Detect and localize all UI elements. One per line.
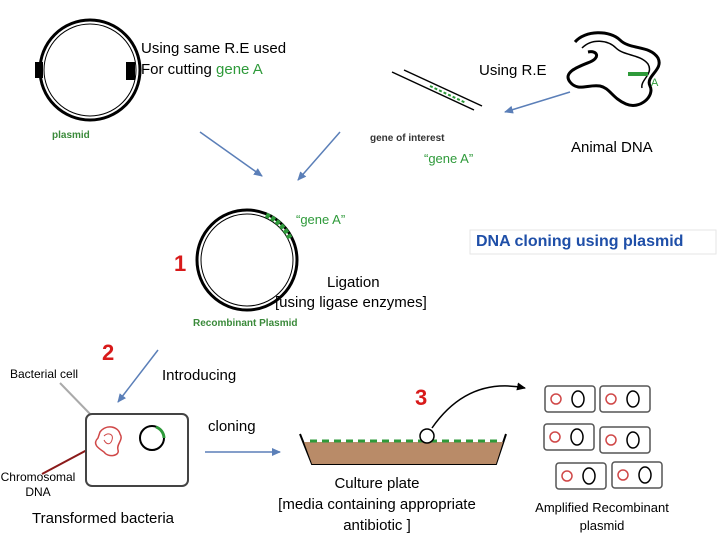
- animal-dna-squiggle: [566, 31, 661, 107]
- arrow-animal-to-gene: [504, 91, 571, 114]
- amplified-cell: [555, 462, 607, 490]
- amplified-cell: [543, 423, 595, 451]
- amplified-line1: Amplified Recombinant: [535, 500, 669, 515]
- animal-dna-label: Animal DNA: [571, 139, 653, 156]
- introducing-label: Introducing: [162, 367, 237, 384]
- cloning-label: cloning: [208, 418, 256, 435]
- arrow-gene-to-recombinant: [297, 131, 341, 181]
- amplified-cells: [543, 385, 663, 490]
- title-box: [469, 229, 717, 255]
- gene-fragment: [391, 69, 483, 111]
- ligation-line2: [using ligase enzymes]: [275, 294, 427, 311]
- chromosomal-dna-line1: Chromosomal: [0, 470, 76, 484]
- recombinant-plasmid: [195, 208, 299, 312]
- culture-line1: Culture plate: [334, 475, 420, 492]
- culture-line3: antibiotic ]: [343, 517, 411, 534]
- amplified-cell: [611, 461, 663, 489]
- transformed-bacteria-label: Transformed bacteria: [32, 510, 175, 527]
- amplified-cell: [599, 426, 651, 454]
- using-re-label: Using R.E: [479, 62, 547, 79]
- amplified-cell: [544, 385, 596, 413]
- arrow-recombinant-to-bacteria: [117, 349, 159, 403]
- ligation-line1: Ligation: [327, 274, 380, 291]
- cut-note-line2: For cutting gene A: [141, 61, 263, 78]
- cut-note-prefix: For cutting: [141, 61, 217, 78]
- bacterial-cell-label: Bacterial cell: [10, 367, 79, 381]
- step-2: 2: [102, 340, 115, 365]
- gene-a-quote-label: “gene A”: [424, 151, 474, 166]
- gene-a-mark: A: [651, 77, 659, 89]
- transformed-bacteria-cell: [85, 413, 189, 487]
- plasmid-top: [35, 18, 142, 122]
- chromosomal-dna-line2: DNA: [25, 485, 51, 499]
- cut-note-gene: gene A: [216, 61, 263, 78]
- amplified-cell: [599, 385, 651, 413]
- amplified-line2: plasmid: [579, 518, 625, 533]
- plasmid-label: plasmid: [52, 130, 90, 141]
- step-3: 3: [415, 385, 428, 410]
- step-1: 1: [174, 251, 187, 276]
- culture-line2: [media containing appropriate: [278, 496, 476, 513]
- arrow-plasmid-to-recombinant: [199, 131, 263, 177]
- gene-of-interest-label: gene of interest: [370, 133, 445, 144]
- culture-plate: [299, 428, 507, 465]
- arrow-plate-to-colonies: [431, 382, 526, 429]
- cut-note-line1: Using same R.E used: [141, 40, 287, 57]
- recombinant-plasmid-label: Recombinant Plasmid: [193, 318, 298, 329]
- diagram-title: DNA cloning using plasmid: [476, 233, 684, 250]
- gene-a-quote-recombinant: “gene A”: [296, 212, 346, 227]
- bacterial-cell-pointer: [59, 382, 93, 417]
